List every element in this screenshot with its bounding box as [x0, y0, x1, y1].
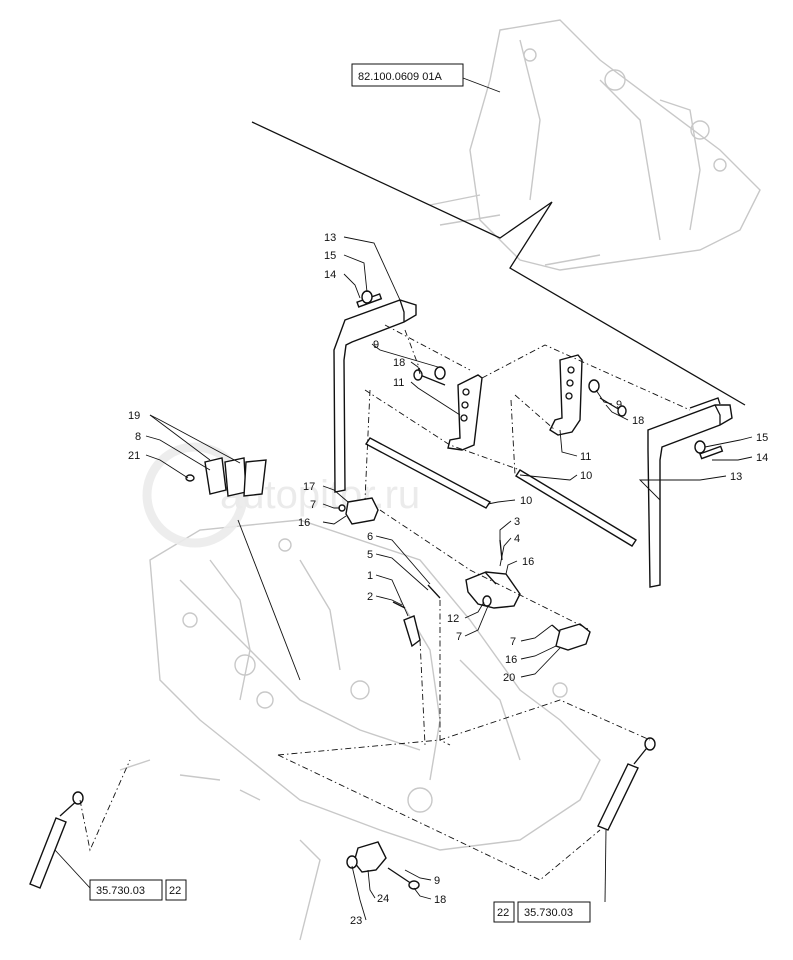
callout-17: 17	[303, 481, 315, 493]
callout-11-left: 11	[393, 377, 404, 389]
rod-right	[515, 469, 637, 547]
callout-7-left: 7	[310, 499, 316, 511]
callout-23: 23	[350, 915, 362, 927]
callout-15-right: 15	[756, 432, 768, 444]
ref-left-code: 35.730.03	[96, 885, 145, 897]
callout-24: 24	[377, 893, 389, 905]
callout-1: 1	[367, 570, 373, 582]
callout-16-left: 16	[298, 517, 310, 529]
callout-13-top: 13	[324, 232, 336, 244]
right-mounting-bracket	[549, 354, 627, 436]
callout-4: 4	[514, 533, 520, 545]
callout-16-right: 16	[505, 654, 517, 666]
rod-left	[364, 437, 492, 509]
callout-8: 8	[135, 431, 141, 443]
callout-9-bottom: 9	[434, 875, 440, 887]
callout-3: 3	[514, 516, 520, 528]
ref-box-top[interactable]: 82.100.0609 01A	[351, 63, 501, 93]
wear-pads	[185, 457, 267, 497]
ref-right-code: 35.730.03	[524, 907, 573, 919]
ref-box-left[interactable]: 35.730.03 22	[89, 879, 187, 901]
gas-strut-left	[29, 791, 84, 889]
center-lock-assembly	[465, 539, 521, 609]
ghost-loader-frame	[119, 19, 761, 941]
right-fork-arm	[647, 397, 733, 588]
callout-15-top: 15	[324, 250, 336, 262]
callout-14-top: 14	[324, 269, 336, 281]
callout-18-left: 18	[393, 357, 405, 369]
ref-box-right[interactable]: 22 35.730.03	[493, 901, 591, 923]
callout-5: 5	[367, 549, 373, 561]
left-mounting-bracket	[413, 366, 483, 451]
spring-lever	[392, 584, 441, 648]
callout-13-right: 13	[730, 471, 742, 483]
callout-9-right: 9	[616, 399, 622, 411]
callout-2: 2	[367, 591, 373, 603]
gas-strut-right	[597, 737, 656, 831]
callout-14-right: 14	[756, 452, 768, 464]
callout-21: 21	[128, 450, 140, 462]
hook-plate	[551, 623, 591, 651]
ref-top-label: 82.100.0609 01A	[358, 71, 442, 83]
callout-18-bottom: 18	[434, 894, 446, 906]
callout-7-center: 7	[456, 631, 462, 643]
callout-18-right: 18	[632, 415, 644, 427]
callout-19: 19	[128, 410, 140, 422]
ref-right-num: 22	[497, 907, 509, 919]
callout-6: 6	[367, 531, 373, 543]
callout-labels: 13 15 14 9 18 11 9 18 11 10 15 14 13 19 …	[128, 232, 768, 927]
ref-left-num: 22	[169, 885, 181, 897]
callout-16-center: 16	[522, 556, 534, 568]
bottom-latch	[346, 841, 420, 890]
assembly-lines	[79, 324, 691, 881]
left-fork-arm	[333, 290, 417, 493]
watermark: autopitor.ru	[142, 442, 420, 548]
callout-7-right: 7	[510, 636, 516, 648]
callout-11-right: 11	[580, 451, 591, 463]
section-break-line	[251, 121, 746, 406]
callout-10-right: 10	[580, 470, 592, 482]
leader-lines	[54, 236, 753, 921]
latch-block-left	[338, 497, 379, 525]
callout-10-left: 10	[520, 495, 532, 507]
callout-12: 12	[447, 613, 459, 625]
callout-20: 20	[503, 672, 515, 684]
callout-9-left: 9	[373, 339, 379, 351]
